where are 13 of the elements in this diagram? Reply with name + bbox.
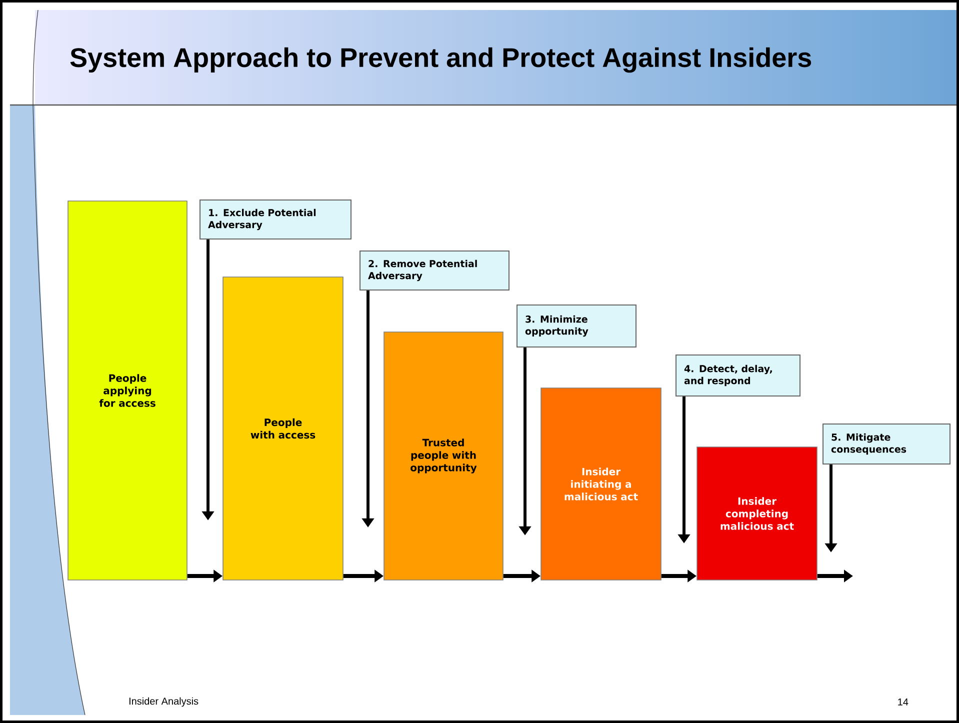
stage-bar: Trusted people with opportunity [384, 332, 504, 580]
step-label-box: 4. Detect, delay, and respond [676, 354, 800, 396]
step-label-box: 5. Mitigate consequences [822, 424, 950, 464]
stage-bar: Insider initiating a malicious act [540, 388, 662, 580]
step-label-box: 2. Remove Potential Adversary [360, 250, 510, 290]
stage-bar: People with access [222, 276, 344, 580]
step-label-box: 3. Minimize opportunity [516, 304, 636, 348]
stage-bar: Insider completing malicious act [696, 446, 818, 580]
stage-bar: People applying for access [68, 200, 188, 580]
footer-text: Insider Analysis [129, 697, 198, 707]
slide-title: System Approach to Prevent and Protect Against Insiders [70, 47, 812, 73]
step-label-box: 1. Exclude Potential Adversary [200, 200, 352, 240]
page-number: 14 [898, 698, 908, 706]
